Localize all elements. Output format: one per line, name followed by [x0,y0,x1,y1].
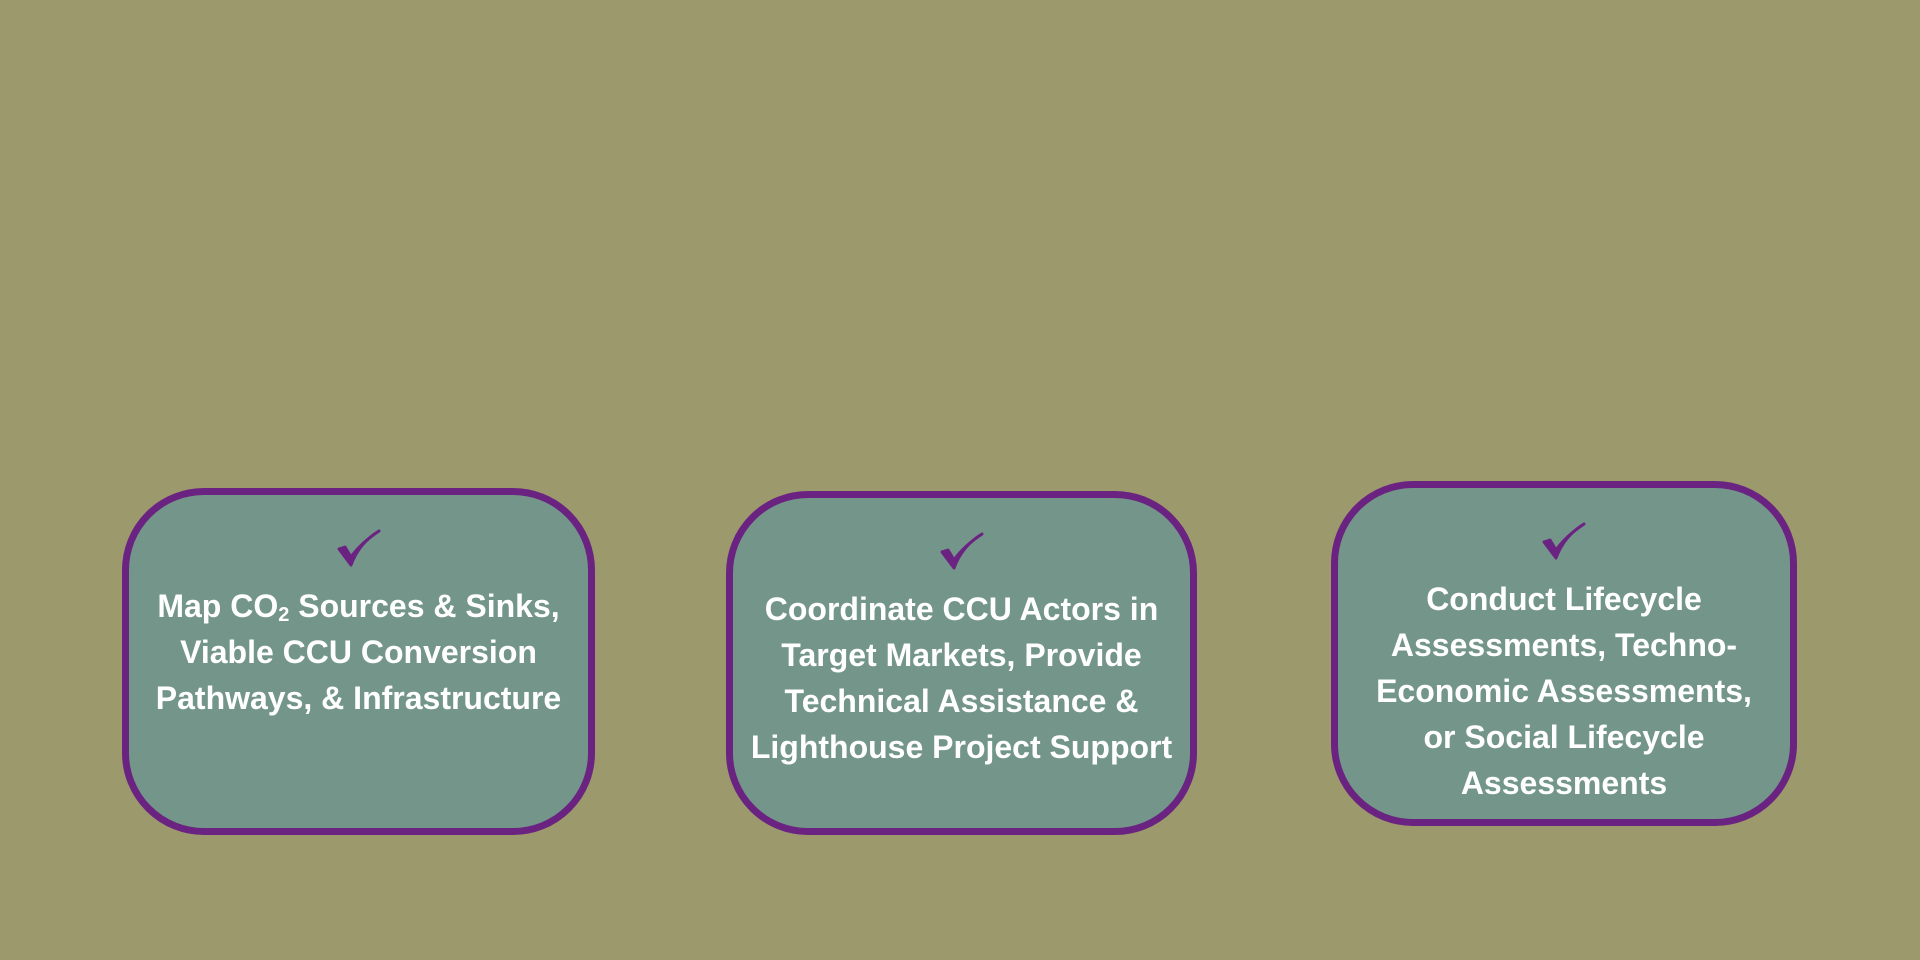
card-map-co2-sources: Map CO2 Sources & Sinks, Viable CCU Conv… [122,488,595,835]
card-coordinate-ccu-actors: Coordinate CCU Actors in Target Markets,… [726,491,1197,835]
card-text: Coordinate CCU Actors in Target Markets,… [750,591,1173,765]
check-icon [1542,522,1586,560]
card-text: Conduct Lifecycle Assessments, Techno- E… [1376,581,1752,801]
check-icon [940,532,983,570]
check-icon [337,529,380,567]
card-conduct-lifecycle-assessments: Conduct Lifecycle Assessments, Techno- E… [1331,481,1797,826]
card-text: Map CO2 Sources & Sinks, Viable CCU Conv… [155,588,562,716]
